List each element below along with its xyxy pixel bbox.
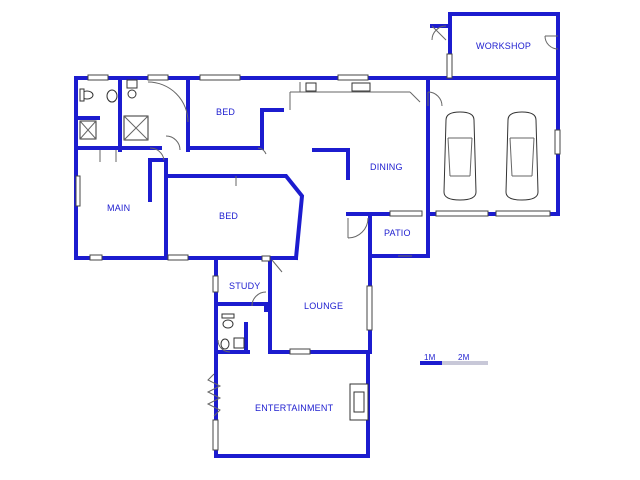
room-label-entertainment: ENTERTAINMENT: [255, 403, 334, 413]
room-label-dining: DINING: [370, 162, 403, 172]
stove-icon: [305, 82, 317, 92]
kitchen-counter: [289, 82, 421, 110]
fireplace-icon: [349, 383, 369, 421]
scale-label-1m: 1M: [424, 353, 436, 362]
zigzag-wall: [206, 373, 222, 417]
basin-icon-study: [220, 338, 230, 350]
room-label-workshop: WORKSHOP: [476, 41, 532, 51]
room-label-main: MAIN: [107, 203, 131, 213]
room-label-lounge: LOUNGE: [304, 301, 344, 311]
toilet-icon-study: [222, 319, 234, 329]
basin-icon: [106, 89, 118, 103]
room-label-study: STUDY: [229, 281, 261, 291]
car-icon-right: [505, 111, 539, 201]
room-label-patio: PATIO: [384, 228, 411, 238]
bathroom-fixtures: [79, 79, 245, 350]
scale-bar: [420, 361, 488, 365]
windows: [75, 53, 561, 451]
interior-walls: [74, 76, 392, 354]
sink-icon: [351, 82, 371, 92]
room-label-bed-top: BED: [216, 107, 236, 117]
car-icon-left: [443, 111, 477, 201]
room-label-bed-center: BED: [219, 211, 239, 221]
scale-label-2m: 2M: [458, 353, 470, 362]
doors: [99, 25, 559, 353]
